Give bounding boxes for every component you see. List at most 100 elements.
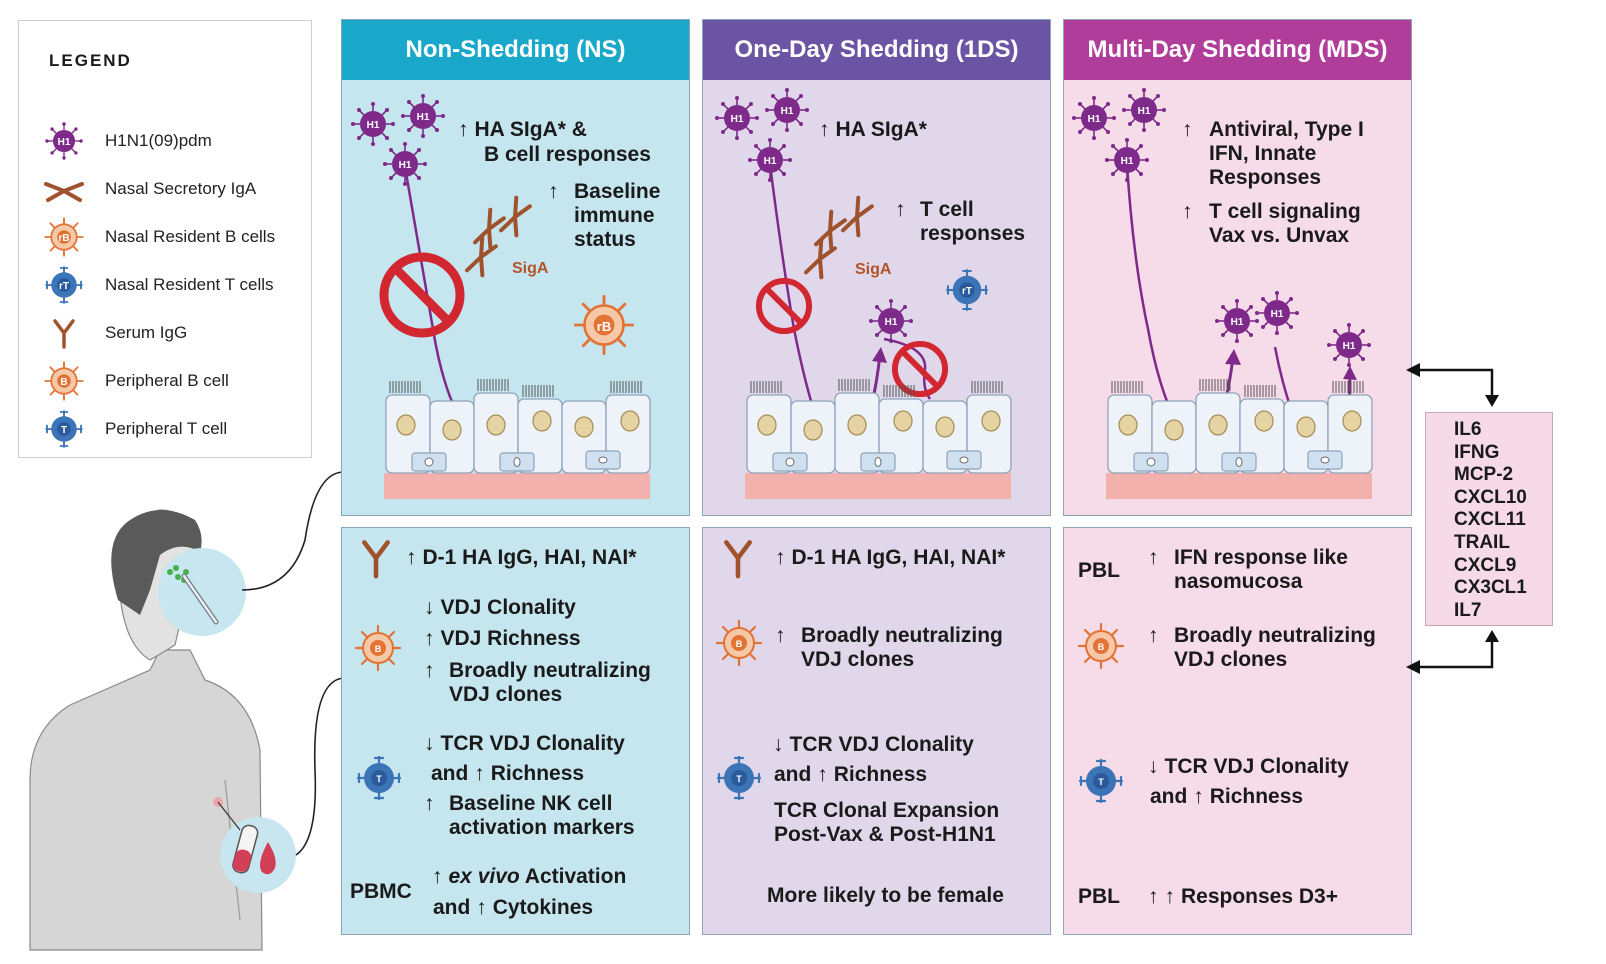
legend-label: Serum IgG xyxy=(105,323,188,342)
ds1-tcr-clonality: ↓TCR VDJ Clonality xyxy=(773,733,974,756)
svg-text:H1: H1 xyxy=(764,156,777,167)
ns-siga-label: SigA xyxy=(512,260,549,277)
mds-ifn-arrow: ↑ xyxy=(1148,546,1159,569)
nasal-resident-t-cell-icon: rT xyxy=(45,266,83,304)
mds-pbl-label-1: PBL xyxy=(1078,559,1120,582)
svg-text:H1: H1 xyxy=(399,160,412,171)
nasal-secretory-iga-icon xyxy=(44,182,84,202)
ds1-siga-text: ↑HA SIgA* xyxy=(819,118,927,141)
legend-item-h1n1: H1 H1N1(09)pdm xyxy=(39,121,212,161)
svg-text:B: B xyxy=(1098,642,1105,652)
ns-bnab-arrow: ↑ xyxy=(424,659,435,682)
ns-bottom-panel: ↑D-1 HA IgG, HAI, NAI* ↓VDJ Clonality ↑V… xyxy=(341,527,690,935)
legend-title: LEGEND xyxy=(49,51,132,70)
legend-label: Nasal Secretory IgA xyxy=(105,179,257,198)
svg-text:H1: H1 xyxy=(1343,341,1356,352)
svg-text:B: B xyxy=(736,639,743,649)
svg-text:H1: H1 xyxy=(1271,309,1284,320)
ns-nk-arrow: ↑ xyxy=(424,792,435,815)
legend-item-peripheral-b: B Peripheral B cell xyxy=(39,361,229,401)
ds1-header: One-Day Shedding (1DS) xyxy=(703,20,1050,80)
mds-bnab-arrow: ↑ xyxy=(1148,624,1159,647)
svg-text:H1: H1 xyxy=(1231,317,1244,328)
svg-text:T: T xyxy=(1098,777,1104,787)
ds1-tcell-arrow: ↑ xyxy=(895,198,906,221)
ds1-siga-label: SigA xyxy=(855,261,892,278)
svg-text:B: B xyxy=(60,377,67,388)
ns-baseline-arrow: ↑ xyxy=(548,180,559,203)
ds1-bnab-arrow: ↑ xyxy=(775,624,786,647)
ns-pbmc-label: PBMC xyxy=(350,880,412,903)
legend-label: Nasal Resident B cells xyxy=(105,227,276,246)
mds-tcell-arrow: ↑ xyxy=(1182,200,1193,223)
svg-text:H1: H1 xyxy=(731,114,744,125)
ns-exvivo-text: ↑ex vivo Activation xyxy=(432,865,627,888)
ns-tcr-richness: and ↑Richness xyxy=(431,762,585,785)
svg-text:H1: H1 xyxy=(1121,156,1134,167)
svg-text:B: B xyxy=(375,644,382,654)
legend-item-peripheral-t: T Peripheral T cell xyxy=(39,409,227,449)
svg-text:T: T xyxy=(376,774,382,784)
ds1-female-text: More likely to be female xyxy=(767,884,1004,907)
svg-text:rT: rT xyxy=(962,286,972,297)
ds1-tcr-richness: and ↑Richness xyxy=(774,763,928,786)
person-illustration xyxy=(29,471,345,951)
mds-bottom-icons: B T xyxy=(1077,622,1125,804)
svg-text:H1: H1 xyxy=(367,120,380,131)
ns-vdj-clonality: ↓VDJ Clonality xyxy=(424,596,576,619)
legend-label: Peripheral T cell xyxy=(105,419,228,438)
ds1-bottom-panel: ↑D-1 HA IgG, HAI, NAI* ↑ Broadly neutral… xyxy=(702,527,1051,935)
ns-tcr-clonality: ↓TCR VDJ Clonality xyxy=(424,732,625,755)
svg-text:H1: H1 xyxy=(58,137,71,148)
svg-text:H1: H1 xyxy=(1138,106,1151,117)
ns-vdj-richness: ↑VDJ Richness xyxy=(424,627,581,650)
svg-text:H1: H1 xyxy=(417,112,430,123)
ns-bottom-icons: B T xyxy=(354,530,402,801)
ds1-igg-text: ↑D-1 HA IgG, HAI, NAI* xyxy=(775,546,1006,569)
svg-text:H1: H1 xyxy=(1088,114,1101,125)
legend-item-serum-igg: Serum IgG xyxy=(39,313,187,353)
serum-igg-icon xyxy=(53,319,75,349)
mds-responses-text: ↑↑Responses D3+ xyxy=(1148,885,1338,908)
mds-tcr-clonality: ↓TCR VDJ Clonality xyxy=(1148,755,1349,778)
mds-header: Multi-Day Shedding (MDS) xyxy=(1064,20,1411,80)
nasal-resident-b-cell-icon: rB xyxy=(44,217,84,257)
legend-label: Nasal Resident T cells xyxy=(105,275,274,294)
ds1-bottom-icons: B T xyxy=(715,530,763,801)
legend-item-nasal-t: rT Nasal Resident T cells xyxy=(39,265,274,305)
svg-text:T: T xyxy=(736,774,742,784)
ns-igg-text: ↑D-1 HA IgG, HAI, NAI* xyxy=(406,546,637,569)
ns-cytokines-text: and ↑Cytokines xyxy=(433,896,594,919)
svg-text:rB: rB xyxy=(58,233,69,244)
ns-header: Non-Shedding (NS) xyxy=(342,20,689,80)
legend-item-nasal-b: rB Nasal Resident B cells xyxy=(39,217,275,257)
peripheral-b-cell-icon: B xyxy=(44,361,84,401)
mds-antiviral-arrow: ↑ xyxy=(1182,118,1193,141)
svg-text:H1: H1 xyxy=(885,317,898,328)
legend-label: H1N1(09)pdm xyxy=(105,131,212,150)
legend-item-nasal-iga: Nasal Secretory IgA xyxy=(39,169,256,209)
svg-text:T: T xyxy=(61,425,67,436)
svg-text:H1: H1 xyxy=(781,106,794,117)
peripheral-t-cell-icon: T xyxy=(45,410,83,448)
svg-text:rB: rB xyxy=(597,319,611,334)
mds-tcr-richness: and ↑Richness xyxy=(1150,785,1304,808)
mds-pbl-label-2: PBL xyxy=(1078,885,1120,908)
ns-siga-text: ↑HA SIgA* & xyxy=(458,118,587,141)
ns-bcell-text: B cell responses xyxy=(484,143,651,166)
